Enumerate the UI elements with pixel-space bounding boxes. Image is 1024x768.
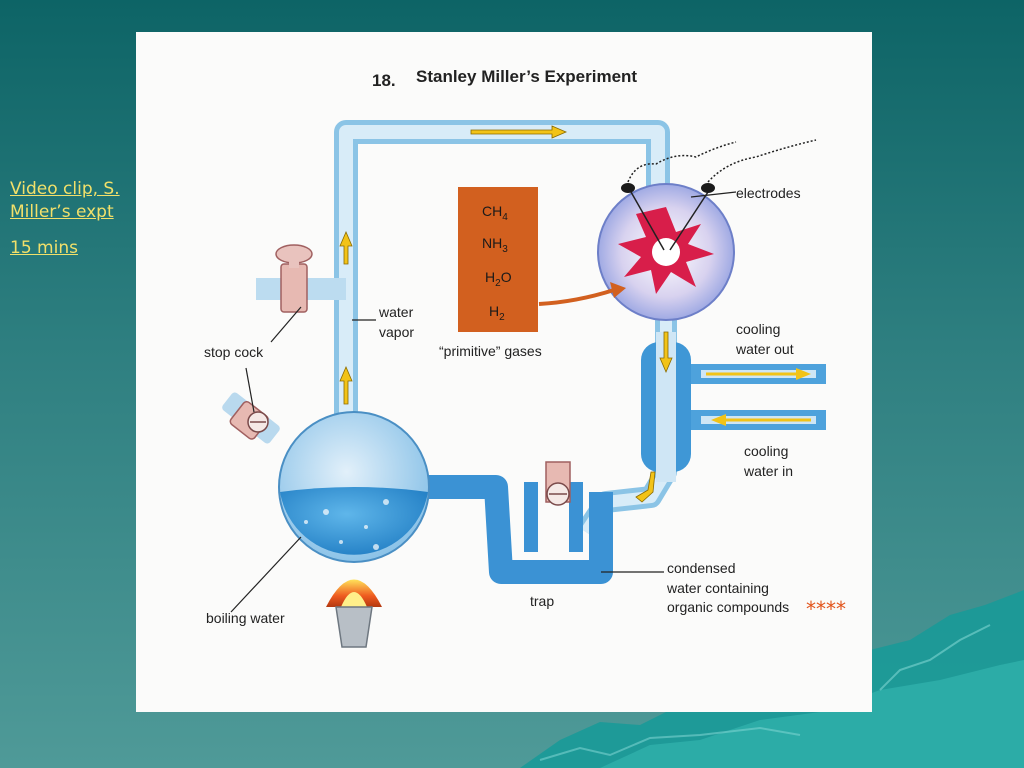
flow-arrows xyxy=(339,125,673,503)
label-boiling-water: boiling water xyxy=(206,610,285,626)
label-cooling-out-2: water out xyxy=(735,341,794,357)
label-primitive-gases: “primitive” gases xyxy=(439,343,542,359)
duration-link[interactable]: 15 mins xyxy=(10,238,78,258)
label-water-vapor-1: water xyxy=(378,304,414,320)
video-clip-link[interactable]: Video clip, S. Miller’s expt xyxy=(10,178,140,224)
label-cooling-out-1: cooling xyxy=(736,321,780,337)
label-cooling-in-1: cooling xyxy=(744,443,788,459)
figure-title: Stanley Miller’s Experiment xyxy=(416,67,637,86)
label-condensed-1: condensed xyxy=(667,560,736,576)
side-links: Video clip, S. Miller’s expt 15 mins xyxy=(10,178,140,260)
trap-valve xyxy=(545,461,571,506)
gas-ch4: CH4 xyxy=(482,203,508,223)
condenser xyxy=(641,332,826,482)
label-stars: **** xyxy=(806,597,846,621)
figure-number: 18. xyxy=(372,71,396,90)
gas-nh3: NH3 xyxy=(482,235,508,255)
stop-cock-top xyxy=(256,244,346,313)
label-water-vapor-2: vapor xyxy=(379,324,414,340)
label-condensed-3: organic compounds xyxy=(667,599,789,615)
electrode-flask xyxy=(597,139,817,321)
label-trap: trap xyxy=(530,593,554,609)
gas-h2: H2 xyxy=(489,303,505,323)
label-stop-cock: stop cock xyxy=(204,344,264,360)
label-electrodes: electrodes xyxy=(736,185,801,201)
label-condensed-2: water containing xyxy=(666,580,769,596)
video-clip-link-line2: Miller’s expt xyxy=(10,202,114,222)
gases-box: CH4 NH3 H2O H2 xyxy=(458,187,626,332)
gas-h2o: H2O xyxy=(485,269,512,289)
diagram-figure: 18. Stanley Miller’s Experiment xyxy=(136,32,872,712)
burner xyxy=(326,579,382,648)
miller-apparatus-svg: 18. Stanley Miller’s Experiment xyxy=(204,67,846,648)
video-clip-link-line1: Video clip, S. xyxy=(10,179,120,199)
label-leaders xyxy=(230,191,737,613)
label-cooling-in-2: water in xyxy=(743,463,793,479)
boiling-flask xyxy=(222,392,430,563)
